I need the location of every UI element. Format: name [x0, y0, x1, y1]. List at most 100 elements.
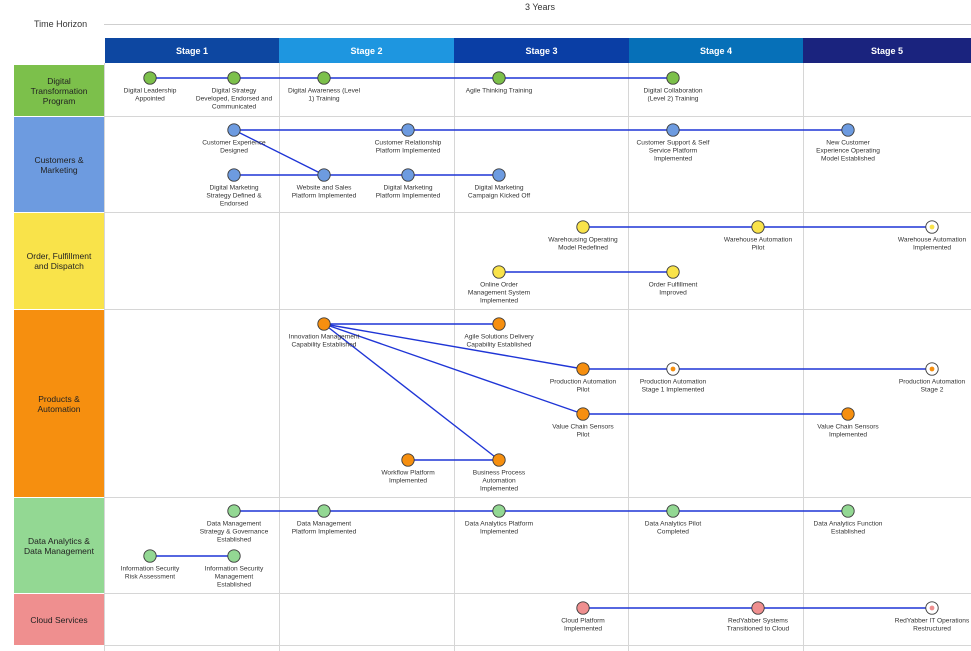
- milestone-node[interactable]: [576, 362, 590, 376]
- stage-header-3: Stage 3: [454, 38, 629, 63]
- milestone-node[interactable]: [841, 407, 855, 421]
- milestone-node[interactable]: [751, 220, 765, 234]
- milestone-node[interactable]: [492, 265, 506, 279]
- milestone-label-line: Transitioned to Cloud: [727, 626, 790, 633]
- milestone-node[interactable]: [576, 407, 590, 421]
- milestone-label-line: Platform Implemented: [376, 193, 441, 200]
- milestone-label-line: Developed, Endorsed and: [196, 96, 273, 103]
- milestone-node[interactable]: [492, 504, 506, 518]
- milestone-m5[interactable]: Digital Collaboration(Level 2) Training: [643, 71, 703, 103]
- milestone-node[interactable]: [227, 168, 241, 182]
- milestone-node[interactable]: [143, 71, 157, 85]
- milestone-label-line: Value Chain Sensors: [552, 424, 614, 431]
- milestone-node[interactable]: [317, 168, 331, 182]
- milestone-label-line: Designed: [220, 148, 248, 155]
- milestone-node[interactable]: [317, 504, 331, 518]
- milestone-node[interactable]: [666, 504, 680, 518]
- lane-label-text: Products & Automation: [37, 393, 81, 414]
- milestone-node[interactable]: [227, 71, 241, 85]
- lane-label-text: Digital Transformation Program: [30, 75, 88, 106]
- milestone-node[interactable]: [666, 71, 680, 85]
- milestone-node[interactable]: [492, 453, 506, 467]
- milestone-node[interactable]: [143, 549, 157, 563]
- milestone-label-line: Digital Marketing: [383, 185, 432, 192]
- lane-label-text: Cloud Services: [30, 614, 88, 625]
- milestone-node[interactable]: [401, 453, 415, 467]
- roadmap-title: 3 Years: [524, 2, 556, 12]
- stage-2-label: Stage 2: [350, 45, 383, 56]
- milestone-node[interactable]: [576, 220, 590, 234]
- stage-header-4: Stage 4: [629, 38, 803, 63]
- milestone-node[interactable]: [227, 123, 241, 137]
- milestone-label: Digital Collaboration(Level 2) Training: [643, 88, 702, 103]
- milestone-node[interactable]: [576, 601, 590, 615]
- milestone-label-line: Restructured: [913, 626, 951, 633]
- milestone-node[interactable]: [317, 317, 331, 331]
- milestone-node[interactable]: [841, 504, 855, 518]
- milestone-node[interactable]: [666, 123, 680, 137]
- grid-vline: [279, 63, 280, 651]
- milestone-label-line: Communicated: [212, 104, 257, 111]
- milestone-node[interactable]: [492, 168, 506, 182]
- milestone-node[interactable]: [401, 168, 415, 182]
- milestone-node[interactable]: [227, 549, 241, 563]
- milestone-node[interactable]: [666, 265, 680, 279]
- milestone-label-line: Warehouse Automation: [898, 237, 967, 244]
- milestone-node[interactable]: [492, 317, 506, 331]
- milestone-label-line: Implemented: [913, 245, 951, 252]
- milestone-node[interactable]: [227, 504, 241, 518]
- milestone-node[interactable]: [317, 71, 331, 85]
- milestone-node[interactable]: [492, 71, 506, 85]
- dependency-link: [323, 323, 500, 461]
- time-horizon-line: [104, 24, 971, 25]
- milestone-label-line: Digital Awareness (Level: [288, 88, 361, 95]
- milestone-m4[interactable]: Agile Thinking Training: [466, 71, 533, 95]
- milestone-label-line: Improved: [659, 290, 687, 297]
- milestone-label-line: Automation: [482, 478, 516, 485]
- milestone-node[interactable]: [401, 123, 415, 137]
- milestone-node[interactable]: [751, 601, 765, 615]
- milestone-node[interactable]: [841, 123, 855, 137]
